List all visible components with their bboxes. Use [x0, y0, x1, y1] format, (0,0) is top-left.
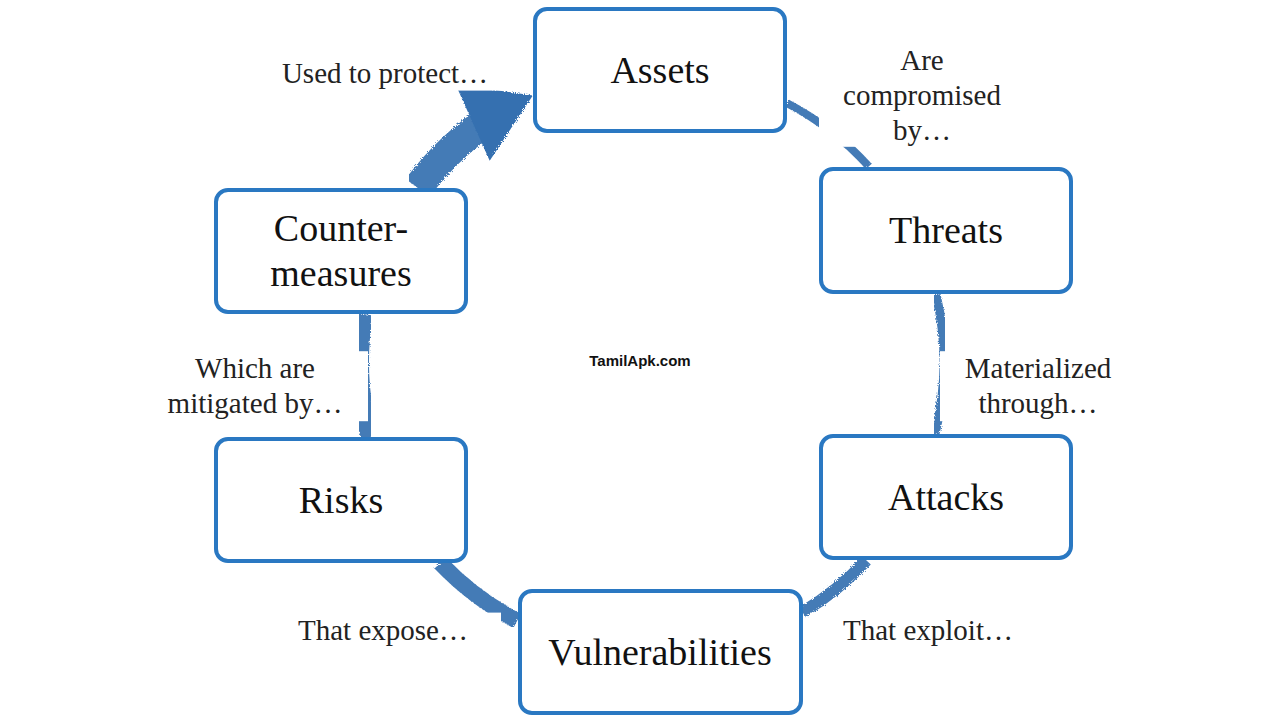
box-text: Counter- measures: [234, 206, 448, 296]
watermark: TamilApk.com: [589, 352, 690, 369]
edge-label: Are compromised by…: [819, 43, 1025, 147]
concept-box: Risks: [214, 437, 468, 563]
box-text: Threats: [889, 208, 1003, 253]
box-text: Assets: [610, 48, 709, 93]
arrow-head: [455, 84, 532, 161]
cycle-connector: [803, 560, 867, 612]
box-text: Attacks: [888, 475, 1004, 520]
box-text: Vulnerabilities: [548, 630, 772, 675]
concept-box: Assets: [533, 7, 787, 133]
cycle-connector: [418, 84, 533, 188]
edge-label: Materialized through…: [940, 351, 1136, 421]
brush-stroke: [803, 560, 867, 612]
concept-box: Threats: [819, 167, 1073, 294]
concept-box: Vulnerabilities: [518, 589, 803, 715]
box-text: Risks: [299, 478, 383, 523]
edge-label: Used to protect…: [247, 56, 523, 91]
edge-label: Which are mitigated by…: [142, 351, 368, 421]
edge-label: That expose…: [265, 613, 501, 648]
edge-label: That exploit…: [810, 613, 1046, 648]
concept-box: Counter- measures: [214, 188, 468, 314]
concept-box: Attacks: [819, 434, 1073, 560]
